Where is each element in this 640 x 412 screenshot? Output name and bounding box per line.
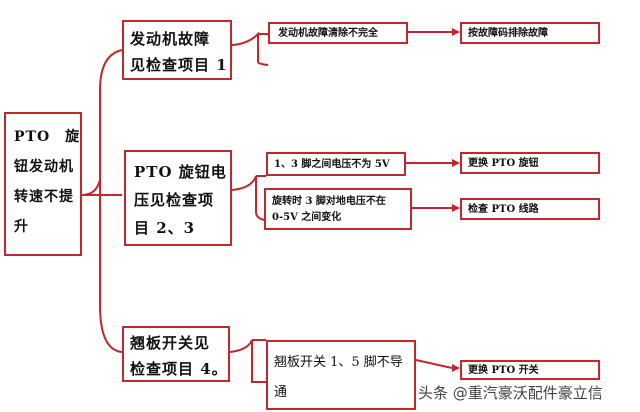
- branch-engine-fault: 发动机故障 见检查项目 1: [122, 20, 232, 80]
- root-text: PTO 旋 钮发动机 转速不提 升: [14, 129, 81, 235]
- branch-engine-fault-label: 发动机故障 见检查项目 1: [130, 30, 228, 74]
- check-pin3-rotation-voltage: 旋转时 3 脚对地电压不在 0-5V 之间变化: [264, 188, 412, 230]
- root-node: PTO 旋 钮发动机 转速不提 升: [4, 112, 82, 256]
- check-rocker-pins: 翘板开关 1、5 脚不导 通: [266, 340, 416, 410]
- action-check-pto-wiring: 检查 PTO 线路: [460, 198, 600, 220]
- action-replace-pto-switch: 更换 PTO 开关: [460, 360, 600, 380]
- branch-pto-knob-voltage: PTO 旋钮电 压见检查项 目 2、3: [124, 150, 232, 246]
- check-pin13-voltage-text: 1、3 脚之间电压不为 5V: [274, 159, 390, 170]
- check-pin3-rotation-voltage-text: 旋转时 3 脚对地电压不在 0-5V 之间变化: [272, 196, 386, 223]
- action-replace-pto-switch-text: 更换 PTO 开关: [468, 365, 539, 376]
- branch-rocker-switch-label: 翘板开关见 检查项目 4。: [130, 334, 228, 378]
- action-clear-by-code-text: 按故障码排除故障: [468, 28, 548, 39]
- check-rocker-pins-text: 翘板开关 1、5 脚不导 通: [274, 355, 403, 400]
- action-replace-pto-knob-text: 更换 PTO 旋钮: [468, 158, 539, 169]
- watermark: 头条 @重汽豪沃配件豪立信: [418, 384, 603, 402]
- action-clear-by-code: 按故障码排除故障: [460, 22, 600, 44]
- action-check-pto-wiring-text: 检查 PTO 线路: [468, 204, 539, 215]
- check-engine-fault-cleared-text: 发动机故障清除不完全: [278, 28, 378, 39]
- branch-rocker-switch: 翘板开关见 检查项目 4。: [122, 326, 230, 382]
- check-pin13-voltage: 1、3 脚之间电压不为 5V: [266, 152, 406, 176]
- check-engine-fault-cleared: 发动机故障清除不完全: [268, 22, 408, 44]
- branch-pto-knob-voltage-label: PTO 旋钮电 压见检查项 目 2、3: [134, 163, 227, 237]
- action-replace-pto-knob: 更换 PTO 旋钮: [460, 152, 600, 174]
